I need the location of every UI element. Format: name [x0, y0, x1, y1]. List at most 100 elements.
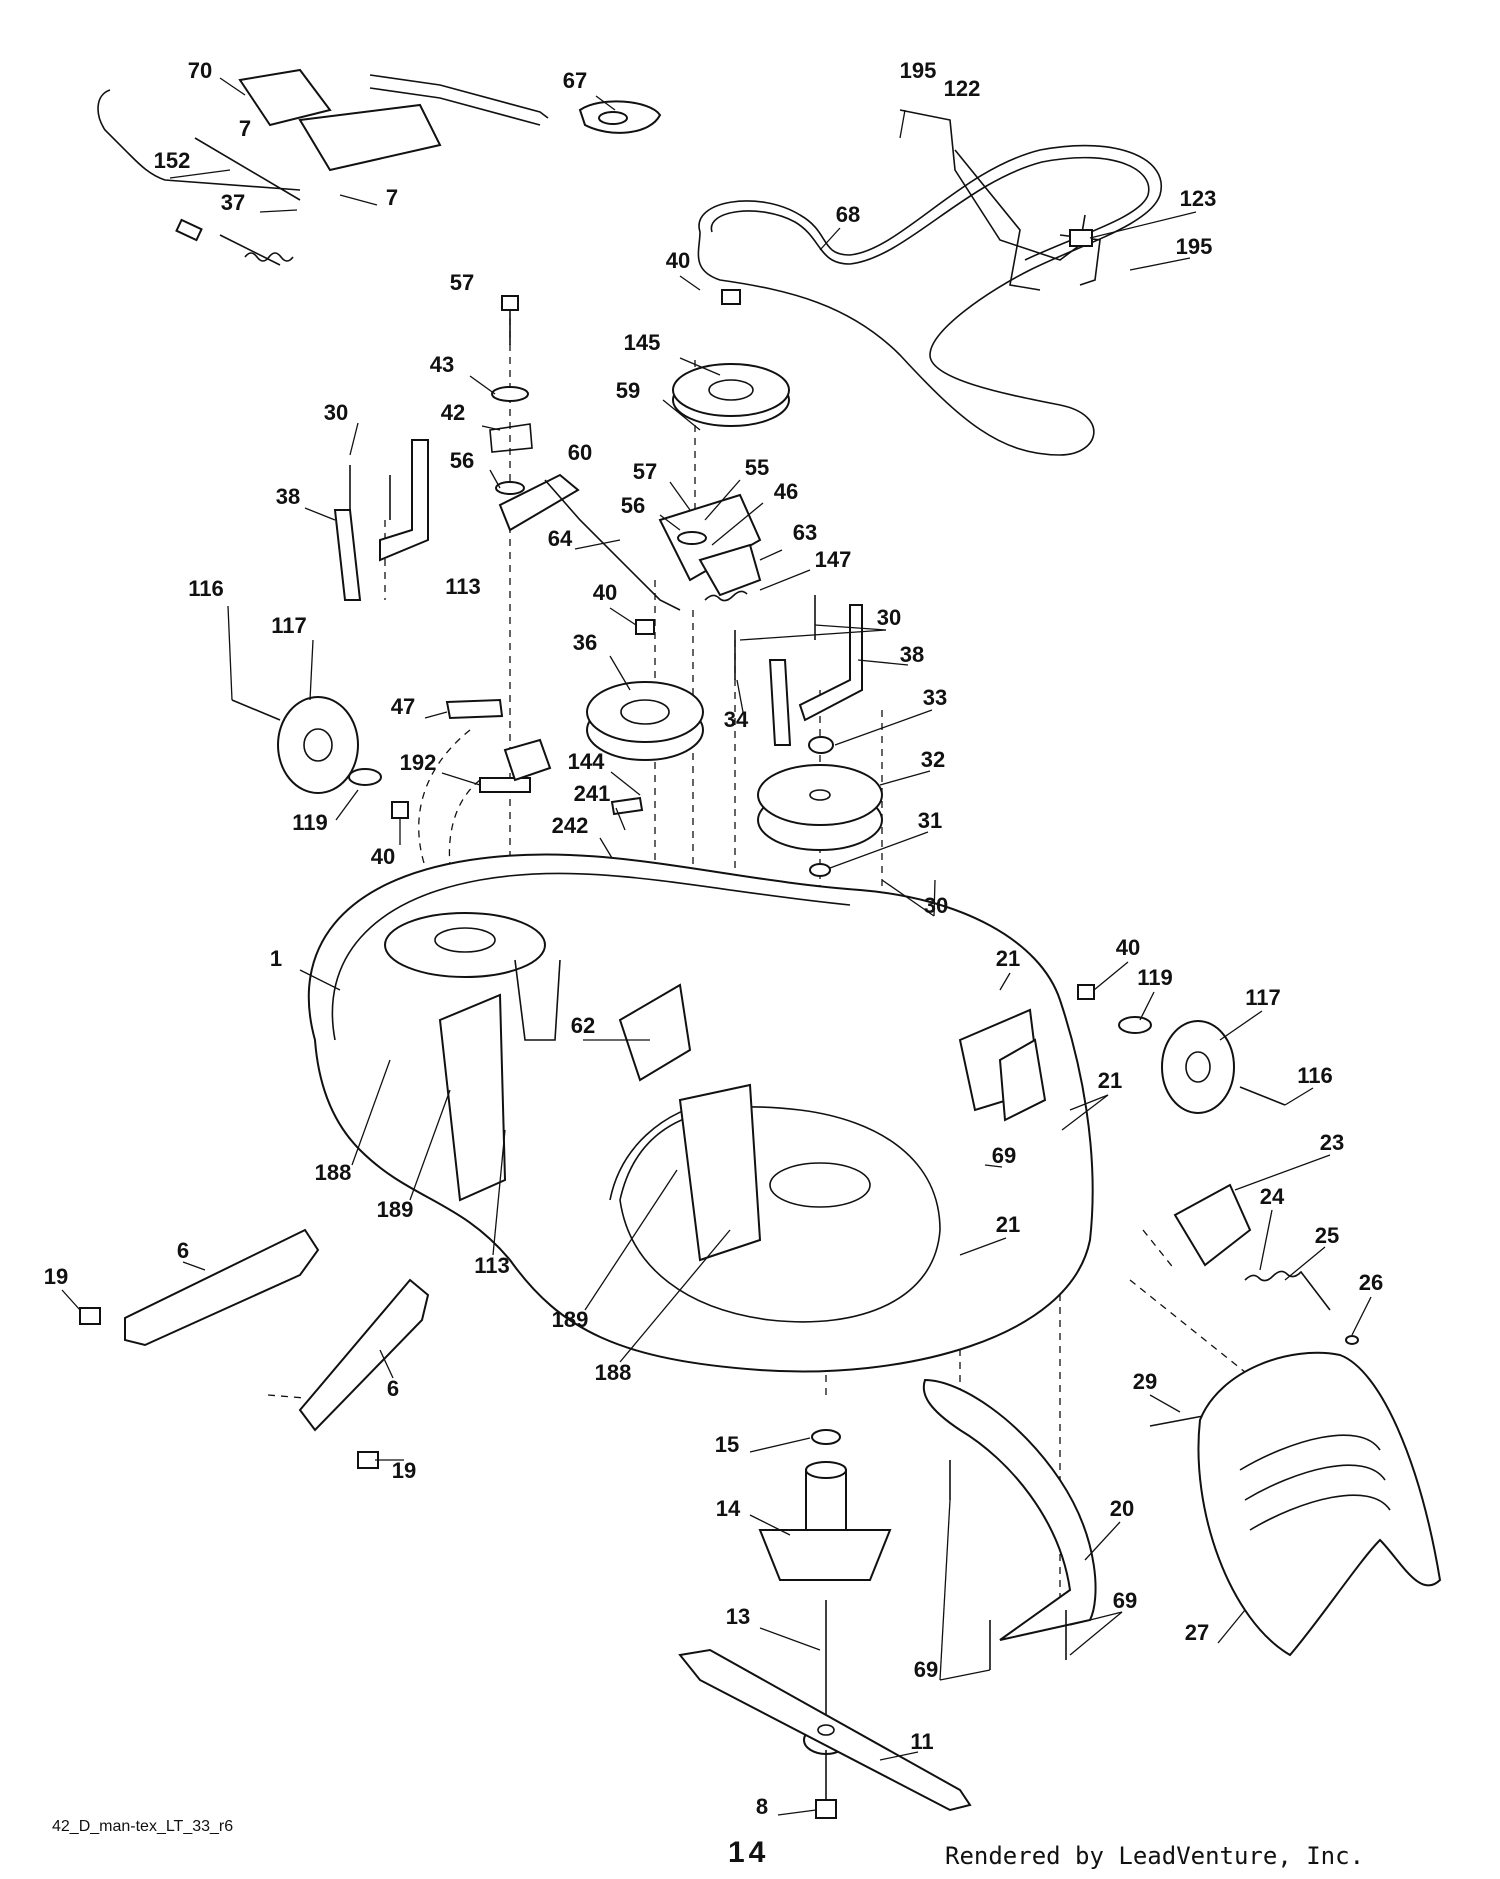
- part-callout-7: 7: [386, 185, 398, 210]
- part-callout-20: 20: [1110, 1496, 1134, 1521]
- part-callout-64: 64: [548, 526, 573, 551]
- part-callout-188: 188: [595, 1360, 632, 1385]
- drawing-code: 42_D_man-tex_LT_33_r6: [52, 1818, 234, 1835]
- gauge-wheel-right: [1077, 984, 1286, 1114]
- part-callout-7: 7: [239, 116, 251, 141]
- part-callout-38: 38: [276, 484, 300, 509]
- part-callout-34: 34: [724, 707, 749, 732]
- part-callout-43: 43: [430, 352, 454, 377]
- part-callout-21: 21: [996, 946, 1020, 971]
- part-callout-144: 144: [568, 749, 605, 774]
- idler-arm-64: [544, 479, 681, 611]
- part-callout-38: 38: [900, 642, 924, 667]
- part-callout-62: 62: [571, 1013, 595, 1038]
- part-callout-30: 30: [324, 400, 348, 425]
- discharge-chute: [1197, 1351, 1442, 1657]
- part-callout-145: 145: [624, 330, 661, 355]
- part-callout-241: 241: [574, 781, 611, 806]
- part-callout-69: 69: [1113, 1588, 1137, 1613]
- part-callout-152: 152: [154, 148, 191, 173]
- part-callout-1: 1: [270, 946, 282, 971]
- part-callout-15: 15: [715, 1432, 739, 1457]
- part-callout-6: 6: [177, 1238, 189, 1263]
- part-callout-6: 6: [387, 1376, 399, 1401]
- deck-arms: [79, 1228, 430, 1469]
- control-cable: [97, 89, 301, 266]
- part-callout-25: 25: [1315, 1223, 1339, 1248]
- part-callout-116: 116: [188, 576, 224, 601]
- part-callout-8: 8: [756, 1794, 768, 1819]
- part-callout-147: 147: [815, 547, 852, 572]
- part-callout-117: 117: [271, 613, 307, 638]
- pulley-32: [757, 736, 883, 877]
- mower-deck-housing: [307, 853, 1094, 1373]
- part-callout-11: 11: [910, 1729, 933, 1754]
- part-callout-33: 33: [923, 685, 947, 710]
- part-callout-60: 60: [568, 440, 592, 465]
- anti-scalp-brackets: [445, 698, 644, 816]
- part-callout-57: 57: [633, 459, 657, 484]
- part-callout-69: 69: [992, 1143, 1016, 1168]
- part-callout-55: 55: [745, 455, 769, 480]
- part-callout-68: 68: [836, 202, 860, 227]
- part-callout-59: 59: [616, 378, 640, 403]
- part-callout-195: 195: [1176, 234, 1213, 259]
- part-callout-31: 31: [918, 808, 942, 833]
- page-number: 14: [728, 1836, 770, 1869]
- left-deck-bracket: [333, 439, 429, 601]
- lift-lever-assembly: [238, 68, 662, 172]
- part-callout-14: 14: [716, 1496, 741, 1521]
- part-callout-21: 21: [1098, 1068, 1122, 1093]
- part-callout-29: 29: [1133, 1369, 1157, 1394]
- leader-lines: [61, 77, 1372, 1816]
- part-callout-189: 189: [377, 1197, 414, 1222]
- part-callout-116: 116: [1297, 1063, 1333, 1088]
- right-deck-bracket: [734, 595, 863, 746]
- part-callout-119: 119: [1137, 965, 1173, 990]
- part-callout-70: 70: [188, 58, 212, 83]
- part-callout-32: 32: [921, 747, 945, 772]
- part-callout-242: 242: [552, 813, 589, 838]
- part-callout-27: 27: [1185, 1620, 1209, 1645]
- part-callout-56: 56: [621, 493, 645, 518]
- part-callout-26: 26: [1359, 1270, 1383, 1295]
- part-callout-117: 117: [1245, 985, 1281, 1010]
- part-callout-56: 56: [450, 448, 474, 473]
- idler-pulley-145: [672, 289, 790, 427]
- part-callout-19: 19: [392, 1458, 416, 1483]
- part-callout-24: 24: [1260, 1184, 1285, 1209]
- part-callout-119: 119: [292, 810, 328, 835]
- part-callout-192: 192: [400, 750, 437, 775]
- part-callout-42: 42: [441, 400, 465, 425]
- part-callout-123: 123: [1180, 186, 1217, 211]
- part-callout-67: 67: [563, 68, 587, 93]
- idler-bracket: [899, 109, 1101, 291]
- part-callout-69: 69: [914, 1657, 938, 1682]
- part-callout-40: 40: [666, 248, 690, 273]
- part-callout-40: 40: [1116, 935, 1140, 960]
- part-callout-188: 188: [315, 1160, 352, 1185]
- part-callout-21: 21: [996, 1212, 1020, 1237]
- drive-belt: [697, 144, 1163, 456]
- part-callout-37: 37: [221, 190, 245, 215]
- render-credit: Rendered by LeadVenture, Inc.: [945, 1842, 1365, 1870]
- pulley-36: [586, 619, 704, 761]
- part-callout-40: 40: [593, 580, 617, 605]
- idler-mount-bracket: [658, 493, 762, 602]
- part-callout-195: 195: [900, 58, 937, 83]
- part-callout-47: 47: [391, 694, 415, 719]
- part-callout-113: 113: [474, 1253, 510, 1278]
- spring-assembly: [489, 295, 580, 532]
- part-callout-63: 63: [793, 520, 817, 545]
- bolts-69: [949, 1460, 1067, 1670]
- part-callout-13: 13: [726, 1604, 750, 1629]
- part-callout-46: 46: [774, 479, 798, 504]
- part-callout-23: 23: [1320, 1130, 1344, 1155]
- part-callout-122: 122: [944, 76, 981, 101]
- gauge-wheel-left: [231, 696, 409, 819]
- mower-blade: [678, 1648, 972, 1819]
- part-callout-113: 113: [445, 574, 481, 599]
- part-callout-189: 189: [552, 1307, 589, 1332]
